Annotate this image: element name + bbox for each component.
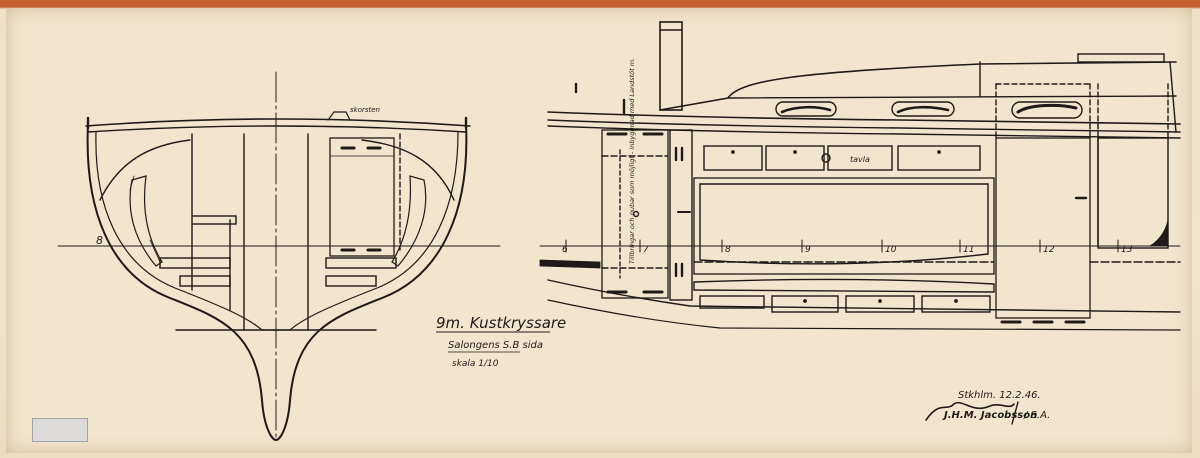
frame-number: 10 [885, 245, 897, 255]
vertical-note: Tillbringar och pubar som möjligt - inby… [628, 58, 636, 264]
frame-number: 8 [725, 245, 731, 255]
signature-suffix: / S.A. [1023, 410, 1050, 421]
saloon-profile [539, 21, 1181, 331]
drawing-scale: skala 1/10 [452, 359, 499, 369]
drawing-subtitle: Salongens S.B sida [448, 340, 543, 351]
archive-stamp [32, 418, 88, 442]
signature: J.H.M. Jacobsson [942, 410, 1037, 421]
frame-number: 12 [1043, 245, 1055, 255]
frame-number: 7 [643, 245, 649, 255]
panel-label: tavla [850, 155, 870, 164]
section-label-chimney: skorsten [350, 106, 380, 114]
frame-number: 11 [963, 245, 974, 255]
frame-number: 9 [805, 245, 811, 255]
drawing-title: 9m. Kustkryssare [436, 314, 566, 332]
place-date: Stkhlm. 12.2.46. [958, 390, 1041, 401]
frame-number: 13 [1121, 245, 1133, 255]
frame-number: 6 [562, 245, 568, 255]
section-frame-number: 8 [96, 234, 103, 247]
hull-cross-section [57, 71, 501, 442]
